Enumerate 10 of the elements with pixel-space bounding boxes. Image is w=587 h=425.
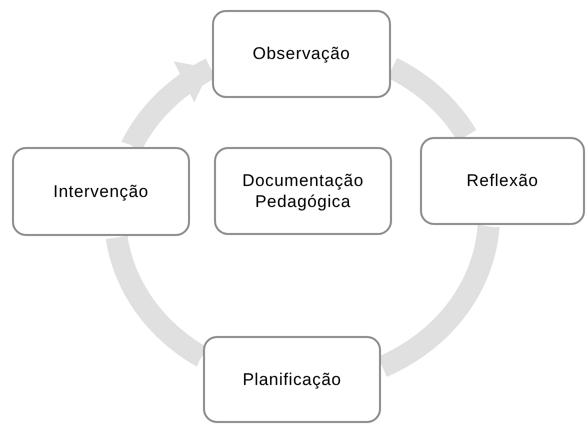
process-box xyxy=(212,10,391,98)
box-label: Reflexão xyxy=(466,170,538,192)
process-box xyxy=(12,147,190,236)
process-box xyxy=(214,147,392,235)
box-label: Planificação xyxy=(242,368,342,390)
process-box xyxy=(203,336,381,423)
box-label: Observação xyxy=(252,43,350,65)
box-label: Documentação Pedagógica xyxy=(241,170,365,212)
process-box xyxy=(420,137,585,225)
box-label: Intervenção xyxy=(53,180,149,202)
